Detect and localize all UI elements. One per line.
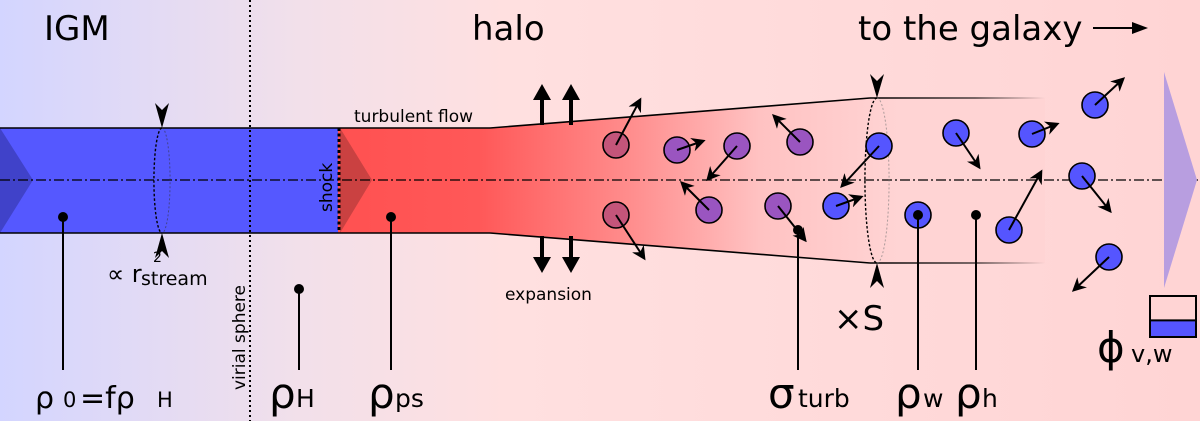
cross-section-prop: ∝ r xyxy=(107,260,142,288)
cloud-velocity-arrow-icon xyxy=(955,132,981,170)
cross-section-ellipse-front xyxy=(153,127,163,234)
turbulent-flow-label: turbulent flow xyxy=(354,107,473,127)
region-label-to-galaxy: to the galaxy xyxy=(858,9,1083,49)
expanded-ellipse-front xyxy=(864,97,878,264)
cloud-velocity-arrow-icon xyxy=(1008,169,1043,231)
quantity-sigma-turb: σ turb xyxy=(768,369,850,418)
cloud-velocity-arrow-icon xyxy=(706,145,738,182)
expansion-arrows-down xyxy=(533,236,580,273)
rho0-equation: =fρ xyxy=(80,381,135,416)
rhoH-subscript: H xyxy=(296,384,315,413)
rho0-equation-subscript: H xyxy=(157,388,173,412)
expanding-bottom-edge xyxy=(489,232,871,264)
cloud-velocity-arrow-icon xyxy=(615,97,642,146)
cloud-velocity-arrow-icon xyxy=(615,214,646,261)
cloud-velocity-arrow-icon xyxy=(840,145,880,189)
expanded-ellipse-back xyxy=(876,97,890,264)
to-galaxy-arrow-icon xyxy=(1132,22,1148,34)
region-label-halo: halo xyxy=(472,9,545,49)
phi-symbol: ϕ xyxy=(1097,323,1125,372)
rho0-subscript: 0 xyxy=(63,388,76,412)
quantity-rhoH: ρ H xyxy=(269,369,315,418)
clouds xyxy=(602,77,1126,292)
rhops-subscript: ps xyxy=(395,384,424,413)
quantity-rho0: ρ 0 =fρ H xyxy=(35,381,173,416)
times-s-label: ×S xyxy=(834,299,884,339)
cross-section-sub: stream xyxy=(141,268,208,290)
rhoH-symbol: ρ xyxy=(269,369,296,418)
shock-label: shock xyxy=(317,163,337,212)
expansion-label: expansion xyxy=(505,285,592,305)
rhoh-symbol: ρ xyxy=(955,369,982,418)
rhow-subscript: w xyxy=(923,384,943,413)
volume-fraction-fill xyxy=(1151,320,1195,336)
cloud-velocity-arrow-icon xyxy=(835,194,864,208)
cross-section-sup: 2 xyxy=(153,250,162,266)
pointer-lines xyxy=(58,210,981,370)
stream-triangle xyxy=(0,128,33,233)
cloud-velocity-arrow-icon xyxy=(680,181,710,211)
expanded-arrow-top-icon xyxy=(870,74,884,98)
cloud-velocity-arrow-icon xyxy=(777,205,807,243)
virial-sphere-label: virial sphere xyxy=(230,285,250,390)
region-label-igm: IGM xyxy=(44,9,110,49)
quantity-rhoh: ρ h xyxy=(955,369,998,418)
cloud-velocity-arrow-icon xyxy=(676,138,706,152)
rhops-symbol: ρ xyxy=(368,369,395,418)
cross-section-ellipse-back xyxy=(161,127,171,234)
quantity-rhops: ρ ps xyxy=(368,369,424,418)
sigma-subscript: turb xyxy=(798,384,850,413)
quantity-phi: ϕ v,w xyxy=(1097,323,1172,372)
rhow-symbol: ρ xyxy=(895,369,922,418)
rhoh-subscript: h xyxy=(982,384,998,413)
expanded-arrow-bottom-icon xyxy=(870,263,884,288)
cloud-velocity-arrow-icon xyxy=(1031,121,1060,135)
cross-section-arrow-top-icon xyxy=(155,103,169,128)
sigma-symbol: σ xyxy=(768,369,795,418)
cloud-velocity-arrow-icon xyxy=(1094,77,1126,106)
cloud-velocity-arrow-icon xyxy=(1081,175,1112,214)
cloud-velocity-arrow-icon xyxy=(1071,256,1110,292)
expanding-top-edge xyxy=(489,97,871,129)
expansion-arrows-up xyxy=(533,84,580,125)
galaxy-outflow-triangle xyxy=(1164,72,1197,288)
cloud-velocity-arrow-icon xyxy=(772,114,801,143)
cross-section-arrow-bottom-icon xyxy=(155,233,169,258)
rho0-symbol: ρ xyxy=(35,381,54,416)
quantity-rhow: ρ w xyxy=(895,369,943,418)
phi-subscript: v,w xyxy=(1131,340,1172,368)
